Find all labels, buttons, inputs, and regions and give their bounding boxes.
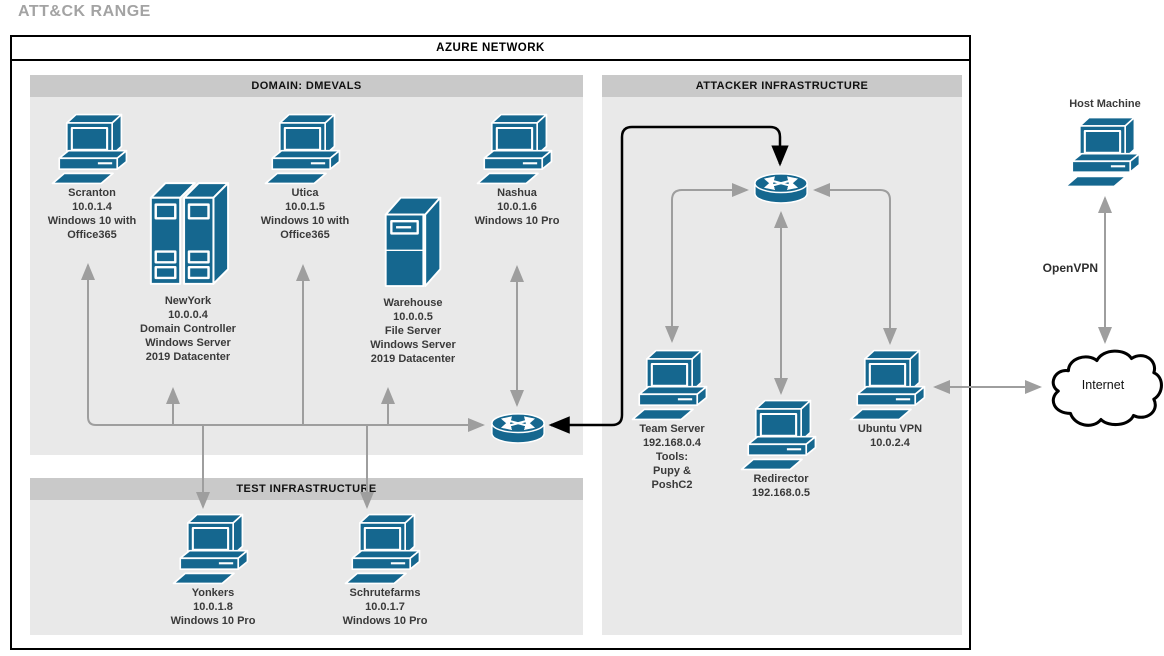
workstation-icon	[1063, 115, 1147, 189]
dual-server-icon	[144, 178, 232, 286]
attacker-router-icon	[752, 168, 810, 210]
panel-domain-header: DOMAIN: DMEVALS	[30, 75, 583, 97]
panel-attacker-header: ATTACKER INFRASTRUCTURE	[602, 75, 962, 97]
workstation-icon	[263, 112, 347, 186]
workstation-icon	[848, 348, 932, 422]
panel-test-infrastructure: TEST INFRASTRUCTURE	[30, 478, 583, 635]
workstation-icon	[171, 512, 255, 586]
node-host-machine-label: Host Machine	[1069, 98, 1141, 110]
workstation-icon	[50, 112, 134, 186]
panel-test-header: TEST INFRASTRUCTURE	[30, 478, 583, 500]
node-internet: Internet	[1042, 344, 1164, 432]
node-host-machine: Host Machine	[1040, 97, 1164, 189]
internet-label: Internet	[1081, 378, 1125, 392]
workstation-icon	[475, 112, 559, 186]
domain-router-icon	[489, 408, 547, 450]
server-tower-icon	[380, 192, 446, 288]
azure-network-title: AZURE NETWORK	[12, 37, 969, 61]
openvpn-label: OpenVPN	[1042, 261, 1098, 275]
workstation-icon	[630, 348, 714, 422]
page-title: ATT&CK RANGE	[18, 3, 151, 20]
workstation-icon	[343, 512, 427, 586]
workstation-icon	[739, 398, 823, 472]
